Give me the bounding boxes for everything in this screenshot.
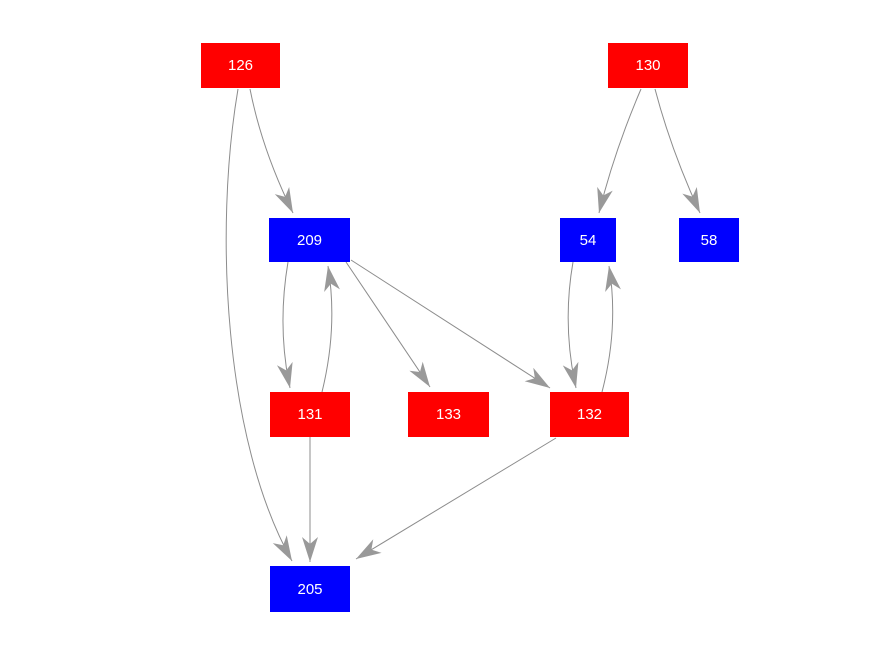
node-label: 132: [576, 406, 603, 423]
node-130: 130: [608, 43, 688, 88]
edge-132-205: [355, 437, 557, 560]
node-label: 205: [297, 580, 323, 598]
node-131: 131: [270, 392, 350, 437]
node-label: 58: [700, 231, 718, 249]
node-label: 130: [635, 57, 661, 74]
node-label: 126: [227, 57, 254, 74]
edge-209-131: [276, 261, 293, 389]
node-205: 205: [270, 566, 350, 612]
node-label: 54: [579, 231, 597, 249]
node-209: 209: [269, 218, 350, 262]
edge-130-58: [654, 88, 701, 214]
edge-54-132: [562, 261, 579, 389]
node-54: 54: [560, 218, 616, 262]
node-label: 209: [296, 231, 323, 249]
node-label: 131: [297, 406, 323, 423]
edge-132-54: [601, 265, 621, 393]
node-133: 133: [408, 392, 489, 437]
edge-209-133: [345, 261, 431, 388]
node-label: 133: [435, 406, 462, 423]
edge-209-132: [350, 259, 551, 389]
node-132: 132: [550, 392, 629, 437]
edge-130-54: [597, 88, 642, 214]
node-58: 58: [679, 218, 739, 262]
node-126: 126: [201, 43, 280, 88]
edge-126-205: [225, 88, 293, 562]
edge-126-209: [249, 88, 294, 214]
edge-131-209: [321, 265, 340, 393]
